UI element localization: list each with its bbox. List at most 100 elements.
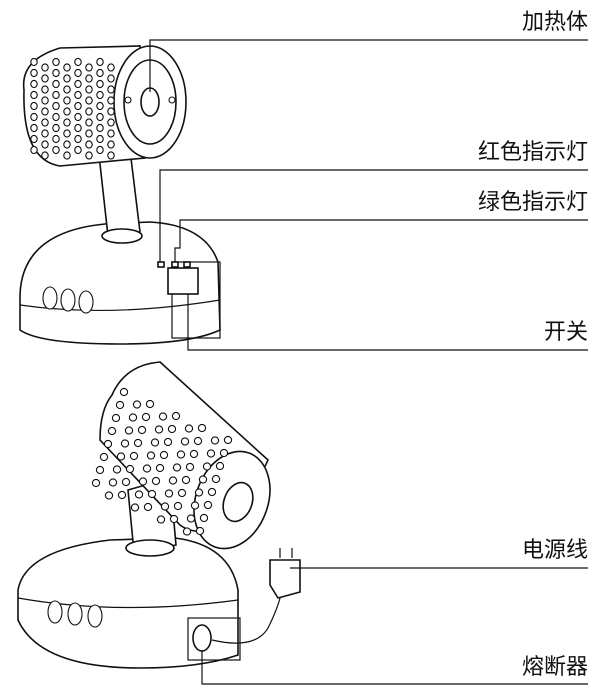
heater-perforation — [41, 85, 49, 94]
heater-perforation — [159, 450, 169, 460]
heater-perforation — [85, 85, 93, 94]
heater-perforation — [160, 502, 170, 511]
heater-perforation — [120, 439, 130, 448]
label-green-led: 绿色指示灯 — [477, 190, 588, 215]
heater-perforation — [30, 68, 38, 78]
heater-perforation — [128, 413, 138, 422]
heater-perforation — [164, 489, 174, 498]
heater-perforation — [30, 134, 38, 144]
rear-view-device — [17, 361, 301, 669]
heater-perforation — [74, 90, 82, 100]
heater-perforation — [96, 145, 104, 155]
heater-perforation — [107, 140, 115, 149]
heater-perforation — [158, 412, 168, 421]
heater-perforation — [145, 399, 155, 409]
heater-perforation — [134, 490, 144, 499]
heater-perforation — [63, 140, 71, 149]
heater-perforation — [41, 118, 49, 127]
label-red-led: 红色指示灯 — [477, 140, 588, 165]
heater-perforation — [130, 503, 140, 512]
heater-perforation — [63, 63, 71, 72]
heater-perforation — [219, 448, 229, 458]
heater-perforation — [52, 101, 60, 111]
label-switch: 开关 — [543, 320, 588, 345]
heater-perforation — [176, 450, 186, 459]
heater-perforation — [85, 63, 93, 72]
heater-perforation — [124, 426, 134, 435]
heater-perforation — [180, 437, 190, 446]
heater-perforation — [133, 438, 143, 448]
heater-perforation — [85, 96, 93, 105]
heater-perforation — [107, 151, 115, 160]
front-base-oval — [78, 290, 94, 314]
heater-perforation — [74, 68, 82, 78]
fuse-holder — [192, 624, 212, 652]
heater-perforation — [52, 145, 60, 155]
heater-perforation — [108, 478, 118, 487]
heater-perforation — [107, 118, 115, 127]
heater-perforation — [207, 487, 217, 497]
heater-perforation — [63, 118, 71, 127]
front-view-device — [19, 45, 221, 345]
heater-perforation — [202, 462, 212, 471]
rear-base — [17, 537, 239, 669]
heater-perforation — [143, 502, 153, 512]
heater-perforation — [186, 514, 196, 523]
label-power-cord: 电源线 — [521, 538, 588, 563]
heater-perforation — [211, 474, 221, 484]
switch-box — [167, 267, 199, 295]
heater-perforation — [74, 134, 82, 144]
heater-perforation — [52, 123, 60, 133]
heater-perforation — [142, 464, 152, 473]
heater-perforation — [96, 90, 104, 100]
power-plug — [269, 559, 301, 599]
heater-perforation — [121, 477, 131, 487]
heater-perforation — [30, 145, 38, 155]
heater-perforation — [129, 451, 139, 461]
heater-perforation — [154, 425, 164, 434]
heater-perforation — [52, 57, 60, 67]
callout-fuse — [201, 650, 588, 685]
heater-perforation — [181, 475, 191, 485]
heater-perforation — [30, 79, 38, 89]
heater-perforation — [182, 527, 192, 536]
heater-perforation — [107, 129, 115, 138]
callout-heater — [149, 39, 588, 92]
heater-perforation — [91, 478, 101, 488]
heater-perforation — [41, 129, 49, 138]
front-heater-holes — [30, 57, 115, 160]
heater-perforation — [185, 462, 195, 472]
heater-perforation — [172, 463, 182, 472]
heater-perforation — [194, 488, 204, 497]
heater-perforation — [52, 134, 60, 144]
heater-perforation — [169, 514, 179, 524]
heater-perforation — [156, 515, 166, 524]
heater-perforation — [63, 107, 71, 116]
heater-perforation — [138, 477, 148, 486]
heater-perforation — [85, 129, 93, 138]
heater-perforation — [103, 439, 113, 449]
heater-perforation — [41, 96, 49, 105]
heater-perforation — [30, 112, 38, 122]
heater-perforation — [41, 63, 49, 72]
heater-perforation — [52, 68, 60, 78]
callout-green-led — [174, 219, 588, 262]
heater-perforation — [95, 465, 105, 475]
heater-perforation — [193, 436, 203, 446]
heater-perforation — [41, 140, 49, 149]
heater-perforation — [199, 513, 209, 523]
heater-perforation — [112, 465, 122, 474]
heater-perforation — [195, 526, 205, 536]
heater-perforation — [137, 425, 147, 435]
heater-perforation — [104, 491, 114, 500]
heater-perforation — [30, 101, 38, 111]
heater-perforation — [85, 74, 93, 83]
heater-perforation — [184, 424, 194, 433]
heater-perforation — [63, 129, 71, 138]
heater-perforation — [74, 79, 82, 89]
heater-perforation — [96, 134, 104, 144]
front-base-oval — [60, 288, 76, 312]
heater-perforation — [163, 437, 173, 447]
heater-perforation — [210, 436, 220, 445]
